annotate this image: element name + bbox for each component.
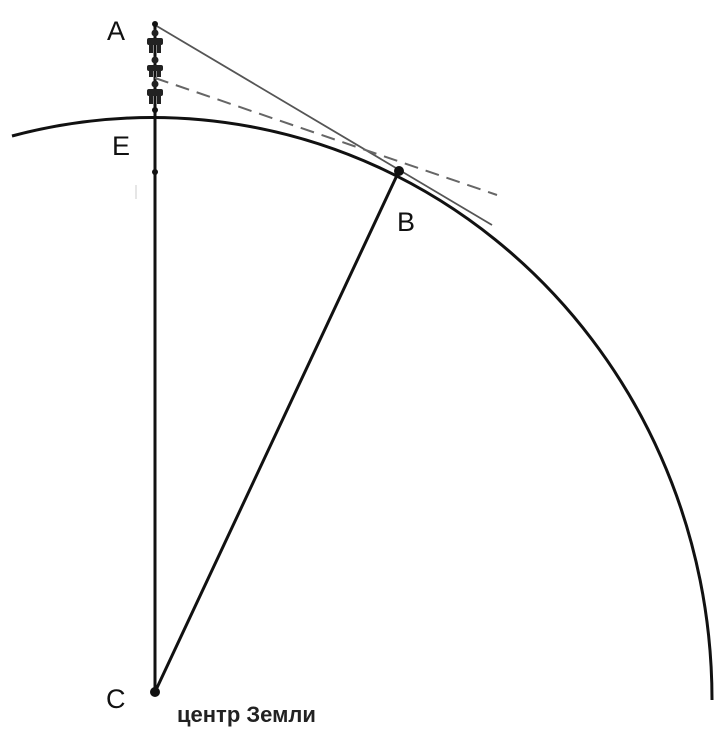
earth-surface-arc [11, 116, 714, 701]
observer-middle [147, 56, 163, 77]
person-icon [147, 80, 163, 104]
point-e [152, 107, 158, 113]
dashed-sight-line [154, 77, 498, 196]
radius-c-b [153, 170, 401, 693]
point-b [394, 166, 404, 176]
label-e: E [112, 131, 130, 161]
label-b: B [397, 207, 415, 237]
point-on-axis [152, 169, 158, 175]
label-c: C [106, 684, 126, 714]
tangent-line-a-b [154, 24, 493, 226]
label-a: A [107, 16, 125, 46]
point-c [150, 687, 160, 697]
person-icon [147, 56, 163, 77]
observer-upper [147, 29, 163, 53]
label-earth-center: центр Земли [177, 702, 316, 727]
observer-lower [147, 80, 163, 104]
point-a [152, 21, 158, 27]
person-icon [147, 29, 163, 53]
